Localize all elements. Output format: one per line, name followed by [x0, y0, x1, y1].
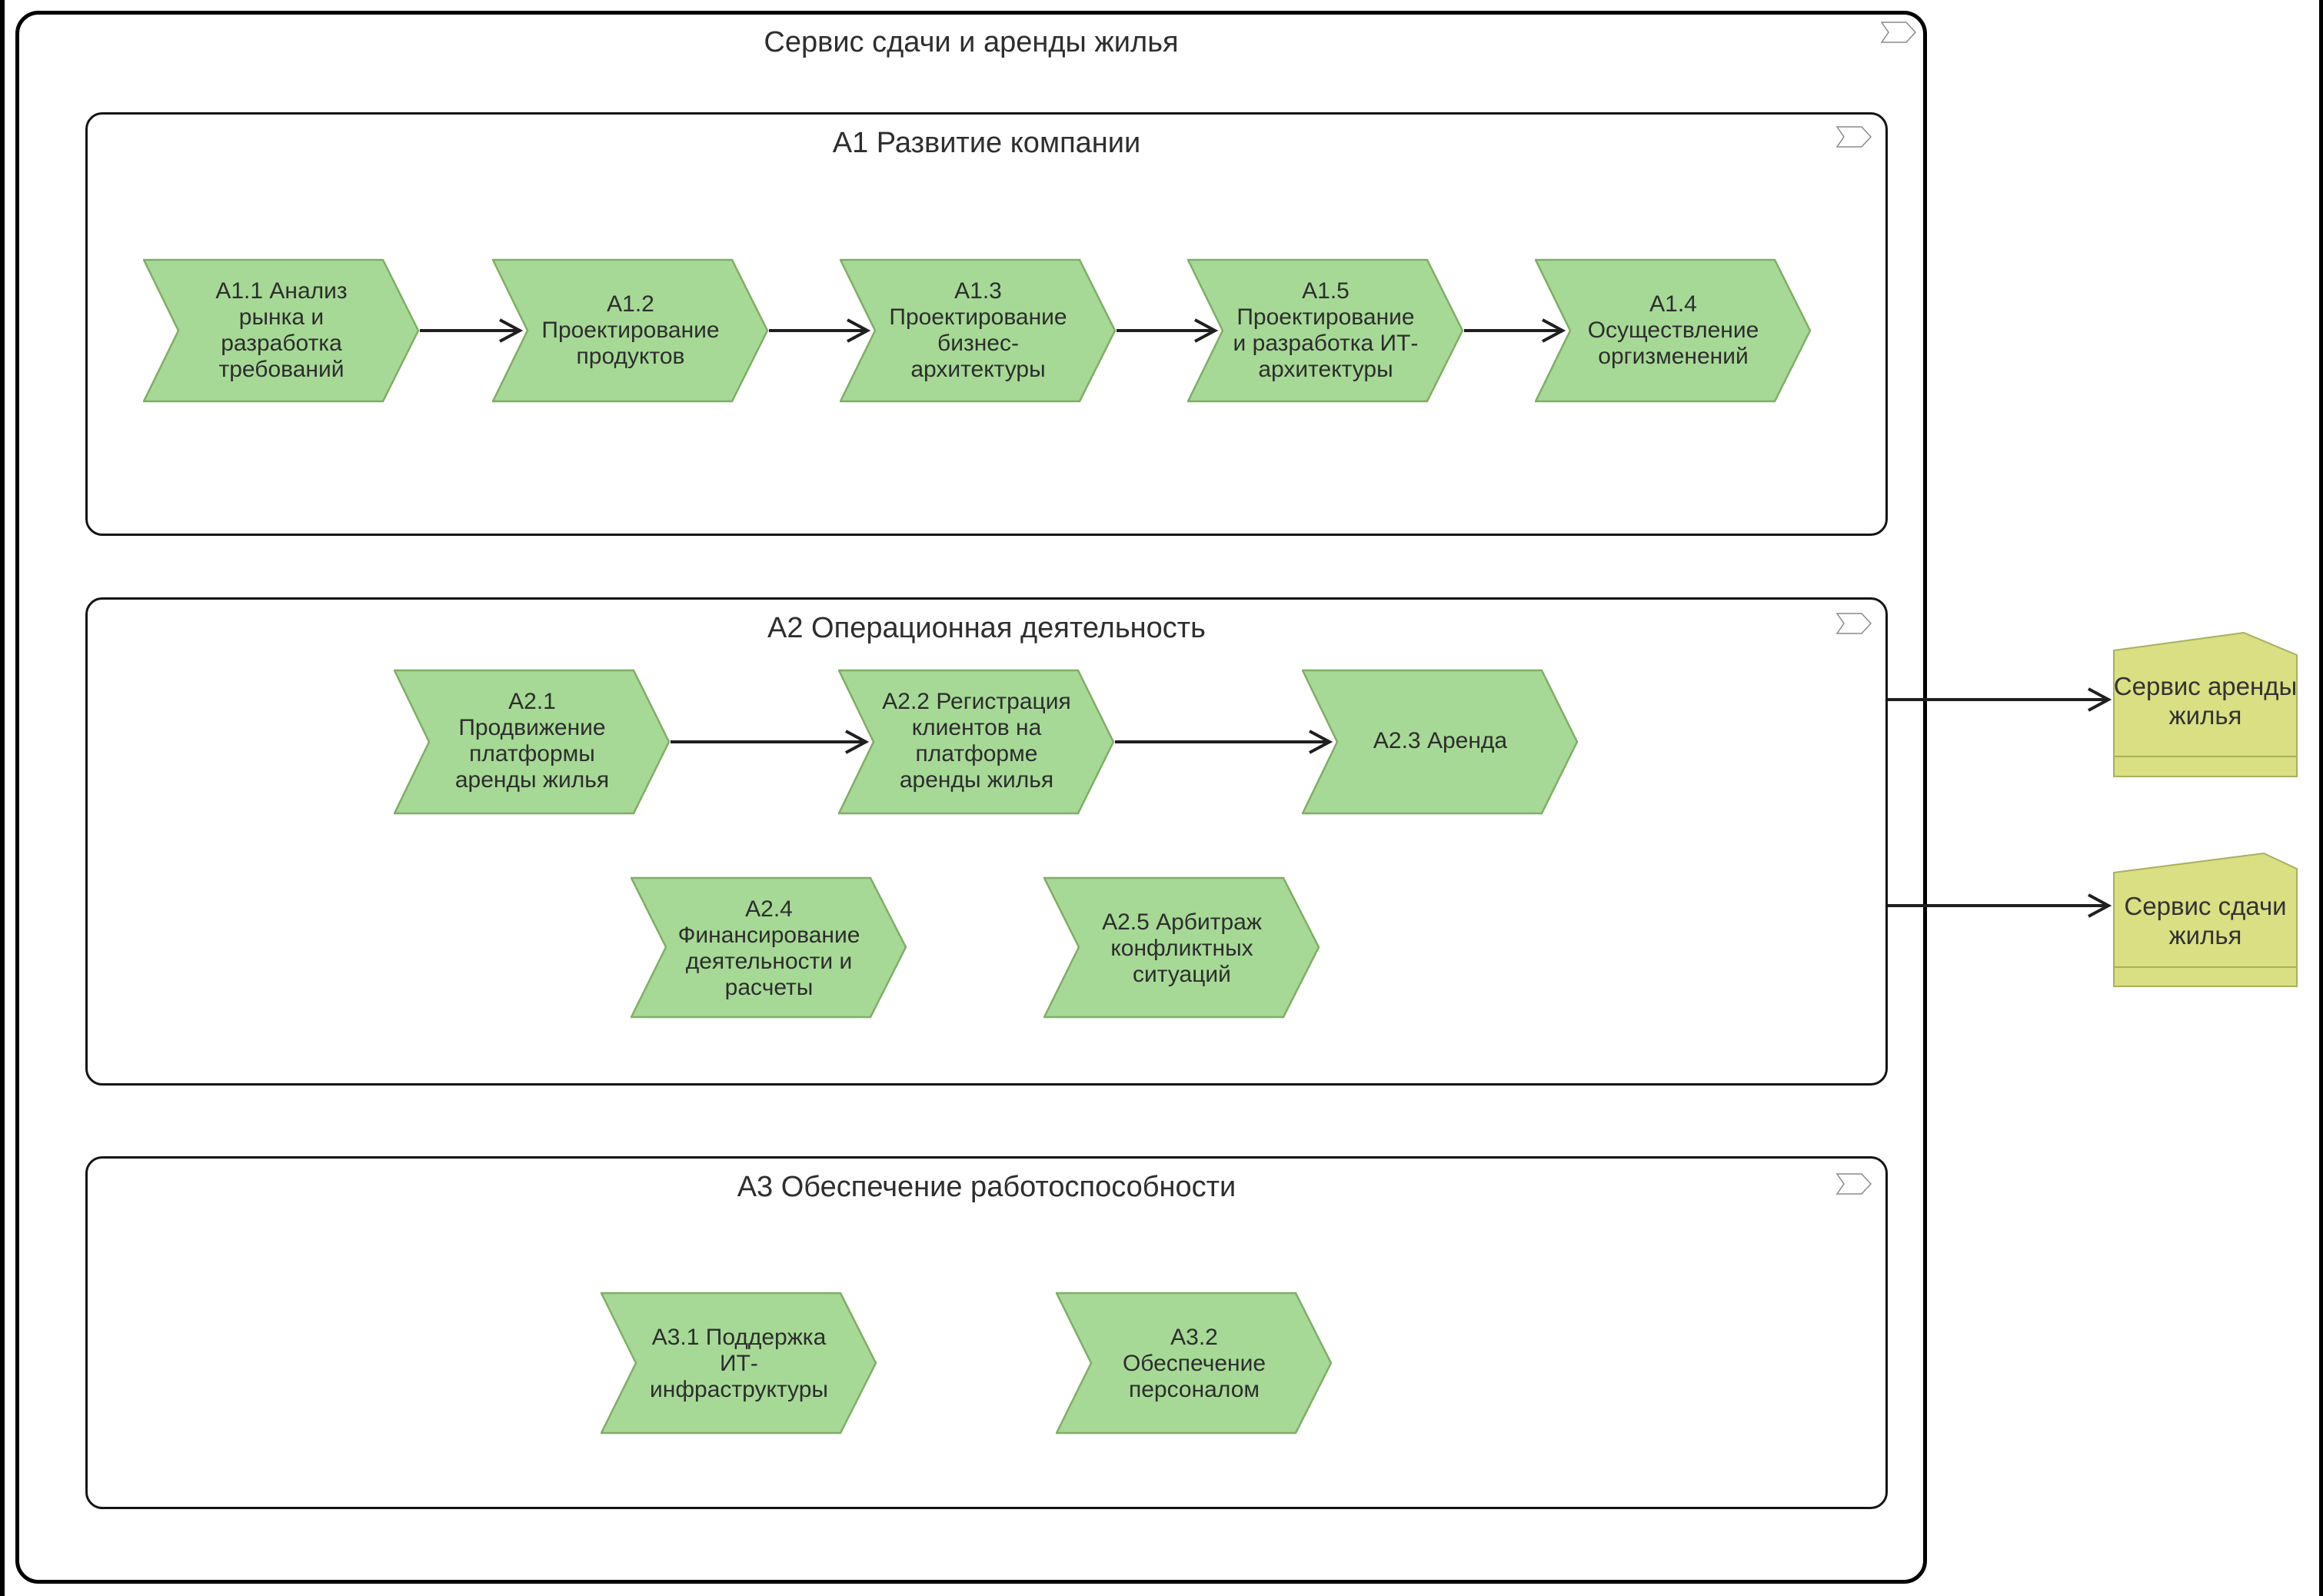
- process-chevron-icon: [1836, 613, 1872, 634]
- process-a3-2[interactable]: А3.2 Обеспечение персоналом: [1056, 1292, 1333, 1436]
- service-arenda-label: Сервис аренды жилья: [2113, 672, 2298, 730]
- process-a2-5[interactable]: А2.5 Арбитраж конфликтных ситуаций: [1043, 876, 1320, 1021]
- diagram-title: Сервис сдачи и аренды жилья: [764, 26, 1179, 58]
- canvas-left-edge: [0, 0, 5, 1596]
- process-a1-2[interactable]: А1.2 Проектирование продуктов: [492, 258, 769, 403]
- service-sdacha[interactable]: Сервис сдачи жилья: [2113, 852, 2298, 988]
- group-a2-title: А2 Операционная деятельность: [767, 612, 1206, 644]
- process-a1-5[interactable]: А1.5 Проектирование и разработка ИТ- арх…: [1187, 258, 1464, 403]
- process-a2-2[interactable]: А2.2 Регистрация клиентов на платформе а…: [838, 669, 1115, 815]
- group-a1-title: А1 Развитие компании: [832, 127, 1141, 159]
- process-a2-3[interactable]: А2.3 Аренда: [1302, 669, 1579, 815]
- process-chevron-icon: [1836, 126, 1872, 148]
- service-sdacha-label: Сервис сдачи жилья: [2124, 892, 2287, 949]
- process-a1-3[interactable]: А1.3 Проектирование бизнес- архитектуры: [840, 258, 1117, 403]
- process-a1-1-label: А1.1 Анализ рынка и разработка требовани…: [215, 278, 348, 382]
- process-a1-1[interactable]: А1.1 Анализ рынка и разработка требовани…: [143, 258, 420, 403]
- group-a3-title: А3 Обеспечение работоспособности: [737, 1171, 1236, 1203]
- process-a2-2-label: А2.2 Регистрация клиентов на платформе а…: [882, 689, 1071, 793]
- process-a3-2-label: А3.2 Обеспечение персоналом: [1122, 1325, 1266, 1402]
- process-a2-5-label: А2.5 Арбитраж конфликтных ситуаций: [1102, 909, 1262, 987]
- process-a1-3-label: А1.3 Проектирование бизнес- архитектуры: [889, 278, 1067, 382]
- process-a3-1[interactable]: А3.1 Поддержка ИТ- инфраструктуры: [601, 1292, 877, 1436]
- canvas-right-edge: [2319, 0, 2323, 1596]
- process-a1-4-label: А1.4 Осуществление оргизменений: [1587, 291, 1759, 369]
- process-chevron-icon: [1881, 22, 1916, 43]
- process-a1-5-label: А1.5 Проектирование и разработка ИТ- арх…: [1233, 278, 1419, 382]
- group-a3-box[interactable]: А3 Обеспечение работоспособности: [85, 1156, 1888, 1509]
- service-arenda[interactable]: Сервис аренды жилья: [2113, 632, 2298, 778]
- process-a2-3-label: А2.3 Аренда: [1373, 728, 1508, 754]
- process-a2-1-label: А2.1 Продвижение платформы аренды жилья: [454, 689, 610, 793]
- process-chevron-icon: [1836, 1173, 1872, 1195]
- process-a2-1[interactable]: А2.1 Продвижение платформы аренды жилья: [394, 669, 671, 815]
- process-a2-4[interactable]: А2.4 Финансирование деятельности и расче…: [631, 876, 907, 1021]
- process-a3-1-label: А3.1 Поддержка ИТ- инфраструктуры: [650, 1325, 828, 1402]
- process-a2-4-label: А2.4 Финансирование деятельности и расче…: [677, 896, 860, 1000]
- process-a1-4[interactable]: А1.4 Осуществление оргизменений: [1535, 258, 1812, 403]
- process-a1-2-label: А1.2 Проектирование продуктов: [541, 291, 720, 369]
